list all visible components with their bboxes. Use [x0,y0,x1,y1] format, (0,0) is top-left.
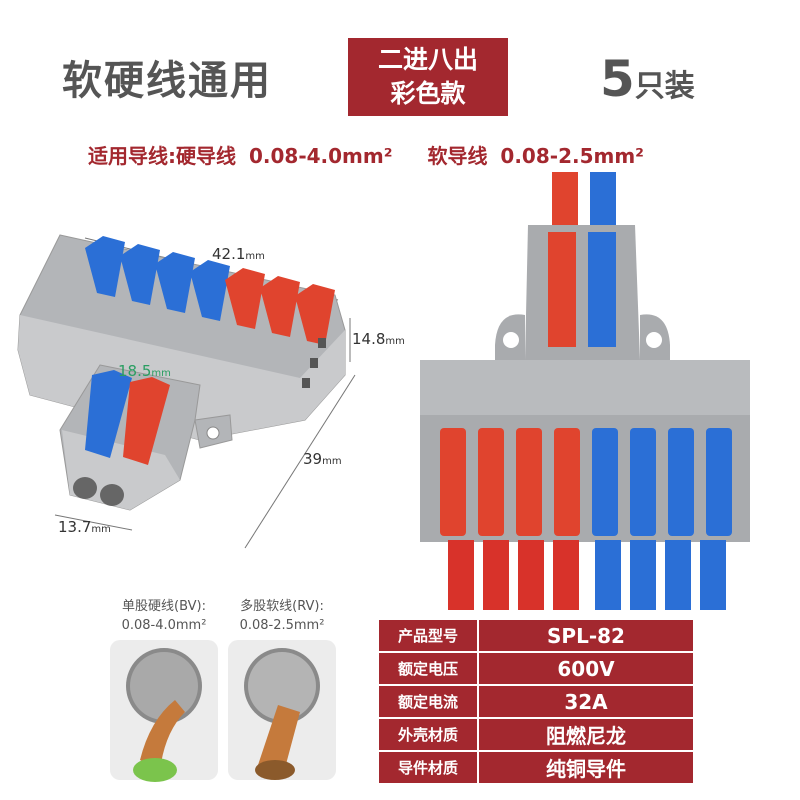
wire-spec-line: 适用导线:硬导线 0.08-4.0mm² 软导线 0.08-2.5mm² [88,140,650,169]
dim-inlet-body: 13.7mm [58,518,111,536]
product-title: 软硬线通用 [62,58,272,104]
spec-key: 额定电流 [377,684,479,719]
spec-value: 600V [477,651,695,686]
spec-value: 32A [477,684,695,719]
dim-height: 14.8mm [352,330,405,348]
dim-depth: 39mm [303,450,342,468]
variant-badge: 二进八出 彩色款 [348,38,508,116]
hard-wire-label: 适用导线:硬导线 [88,144,236,168]
stranded-wire-label: 多股软线(RV): 0.08-2.5mm² [239,599,325,633]
solid-wire-sample [110,640,218,782]
badge-line-2: 彩色款 [390,79,466,108]
solid-wire-label: 单股硬线(BV): 0.08-4.0mm² [121,599,207,633]
dim-length: 42.1mm [212,245,265,263]
spec-value: 阻燃尼龙 [477,717,695,752]
spec-key: 外壳材质 [377,717,479,752]
spec-key: 导件材质 [377,750,479,785]
soft-wire-range: 0.08-2.5mm² [500,144,644,168]
spec-key: 产品型号 [377,618,479,653]
spec-value: 纯铜导件 [477,750,695,785]
stranded-wire-sample [228,640,336,780]
soft-wire-label: 软导线 [427,144,488,168]
table-row: 外壳材质阻燃尼龙 [377,717,695,752]
pack-quantity: 5只装 [600,50,695,108]
dim-inlet-width: 18.5mm [118,362,171,380]
spec-value: SPL-82 [477,618,695,653]
right-connector [420,172,750,610]
table-row: 导件材质纯铜导件 [377,750,695,785]
badge-line-1: 二进八出 [377,45,478,74]
hard-wire-range: 0.08-4.0mm² [248,144,393,168]
pack-quantity-unit: 只装 [634,69,695,104]
main-levers [85,236,335,345]
pack-quantity-number: 5 [600,50,635,108]
spec-key: 额定电压 [377,651,479,686]
